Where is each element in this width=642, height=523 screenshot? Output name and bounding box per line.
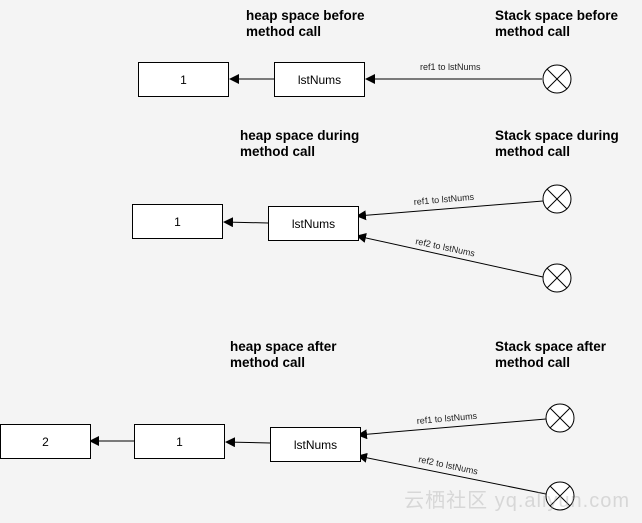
ref-circle-before-1 — [542, 64, 572, 94]
lstnums-box-during: lstNums — [268, 206, 359, 241]
edge-after-ref1 — [357, 418, 547, 440]
ref-circle-during-1 — [542, 184, 572, 214]
edge-during-lstnums-to-value — [223, 217, 269, 228]
ref-circle-after-1 — [545, 403, 575, 433]
edge-after-lstnums-to-value — [225, 437, 271, 448]
edge-during-ref1 — [356, 200, 544, 221]
heap-heading-during: heap space during method call — [240, 128, 360, 159]
heap-value-box-after: 1 — [134, 424, 225, 459]
edge-during-ref1-label: ref1 to lstNums — [413, 192, 475, 207]
edge-after-ref2-label: ref2 to lstNums — [418, 454, 480, 476]
lstnums-box-after: lstNums — [270, 427, 361, 462]
ref-circle-after-2 — [545, 481, 575, 511]
edge-after-ref1-label: ref1 to lstNums — [416, 411, 478, 426]
edge-before-ref1-label: ref1 to lstNums — [420, 62, 481, 72]
edge-after-ref2 — [357, 452, 547, 495]
heap-value-box-during: 1 — [132, 204, 223, 239]
stack-heading-during: Stack space during method call — [495, 128, 619, 159]
heap-heading-before: heap space before method call — [246, 8, 365, 39]
heap-heading-after: heap space after method call — [230, 339, 337, 370]
lstnums-box-before: lstNums — [274, 62, 365, 97]
stack-heading-before: Stack space before method call — [495, 8, 619, 39]
edge-during-ref2 — [356, 233, 544, 278]
heap-value-box-before: 1 — [138, 62, 229, 97]
heap-new-value-box-after: 2 — [0, 424, 91, 459]
ref-circle-during-2 — [542, 263, 572, 293]
watermark: 云栖社区 yq.aliyun.com — [404, 490, 630, 512]
stack-heading-after: Stack space after method call — [495, 339, 607, 370]
